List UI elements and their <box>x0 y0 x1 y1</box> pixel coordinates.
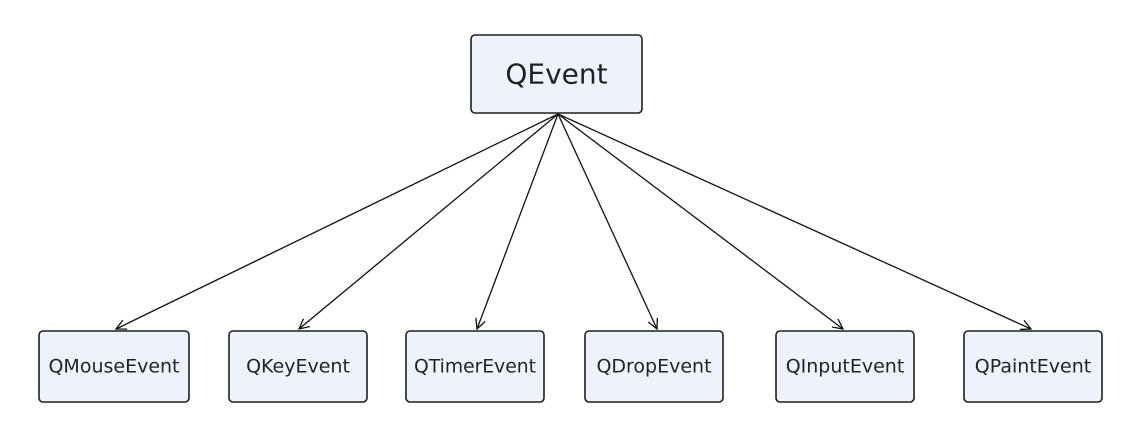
node-box <box>405 330 545 403</box>
node-qpaintevent: QPaintEvent <box>963 330 1103 403</box>
edge-qevent-to-qkeyevent <box>299 113 559 329</box>
node-box <box>38 330 190 403</box>
node-label: QKeyEvent <box>246 356 350 378</box>
node-box <box>963 330 1103 403</box>
node-box <box>775 330 915 403</box>
node-qmouseevent: QMouseEvent <box>38 330 190 403</box>
edges <box>116 113 1031 329</box>
node-label: QMouseEvent <box>48 356 179 378</box>
node-qinputevent: QInputEvent <box>775 330 915 403</box>
edge-qevent-to-qtimerevent <box>477 113 559 329</box>
node-box <box>228 330 368 403</box>
node-box <box>584 330 724 403</box>
node-qdropevent: QDropEvent <box>584 330 724 403</box>
edge-qevent-to-qmouseevent <box>116 113 559 329</box>
node-label: QPaintEvent <box>975 356 1091 378</box>
edge-qevent-to-qpaintevent <box>557 113 1031 329</box>
node-label: QTimerEvent <box>414 356 536 378</box>
node-label: QInputEvent <box>786 356 905 378</box>
node-label: QEvent <box>505 58 607 91</box>
node-label: QDropEvent <box>596 356 711 378</box>
node-qkeyevent: QKeyEvent <box>228 330 368 403</box>
edge-qevent-to-qinputevent <box>557 113 843 329</box>
node-qevent: QEvent <box>470 34 643 114</box>
node-box <box>470 34 643 114</box>
node-qtimerevent: QTimerEvent <box>405 330 545 403</box>
edge-qevent-to-qdropevent <box>557 113 657 329</box>
